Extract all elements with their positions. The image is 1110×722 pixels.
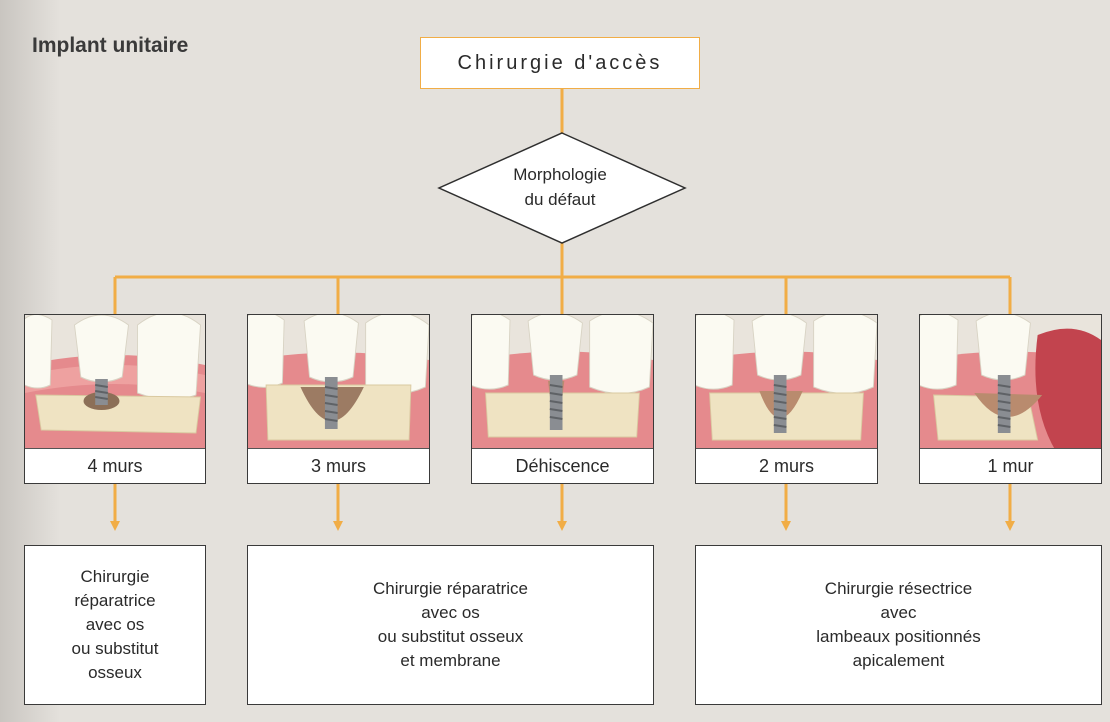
case-card-1-mur: 1 mur — [919, 314, 1102, 484]
case-label: 1 mur — [920, 448, 1101, 483]
implant-1-wall-icon — [920, 315, 1101, 451]
implant-4-walls-icon — [25, 315, 205, 451]
outcome-line: ou substitut — [72, 637, 159, 661]
outcome-line: Chirurgie résectrice — [825, 577, 972, 601]
implant-3-walls-icon — [248, 315, 429, 451]
outcome-line: Chirurgie réparatrice — [373, 577, 528, 601]
decision-label: Morphologie du défaut — [475, 162, 645, 212]
outcome-box-reparatrice-membrane: Chirurgie réparatrice avec os ou substit… — [247, 545, 654, 705]
case-card-3-murs: 3 murs — [247, 314, 430, 484]
case-label: Déhiscence — [472, 448, 653, 483]
case-label: 3 murs — [248, 448, 429, 483]
outcome-line: avec os — [421, 601, 480, 625]
outcome-line: ou substitut osseux — [378, 625, 524, 649]
root-box: Chirurgie d'accès — [420, 37, 700, 89]
outcome-line: avec — [881, 601, 917, 625]
outcome-box-reparatrice-simple: Chirurgie réparatrice avec os ou substit… — [24, 545, 206, 705]
outcome-line: apicalement — [853, 649, 945, 673]
decision-label-line-2: du défaut — [475, 187, 645, 212]
outcome-box-resectrice: Chirurgie résectrice avec lambeaux posit… — [695, 545, 1102, 705]
implant-dehiscence-icon — [472, 315, 653, 451]
outcome-line: Chirurgie — [81, 565, 150, 589]
implant-2-walls-icon — [696, 315, 877, 451]
case-card-4-murs: 4 murs — [24, 314, 206, 484]
outcome-line: et membrane — [400, 649, 500, 673]
outcome-line: osseux — [88, 661, 142, 685]
case-card-2-murs: 2 murs — [695, 314, 878, 484]
outcome-line: lambeaux positionnés — [816, 625, 980, 649]
outcome-line: avec os — [86, 613, 145, 637]
case-label: 4 murs — [25, 448, 205, 483]
decision-label-line-1: Morphologie — [475, 162, 645, 187]
case-label: 2 murs — [696, 448, 877, 483]
outcome-line: réparatrice — [74, 589, 155, 613]
case-card-dehiscence: Déhiscence — [471, 314, 654, 484]
